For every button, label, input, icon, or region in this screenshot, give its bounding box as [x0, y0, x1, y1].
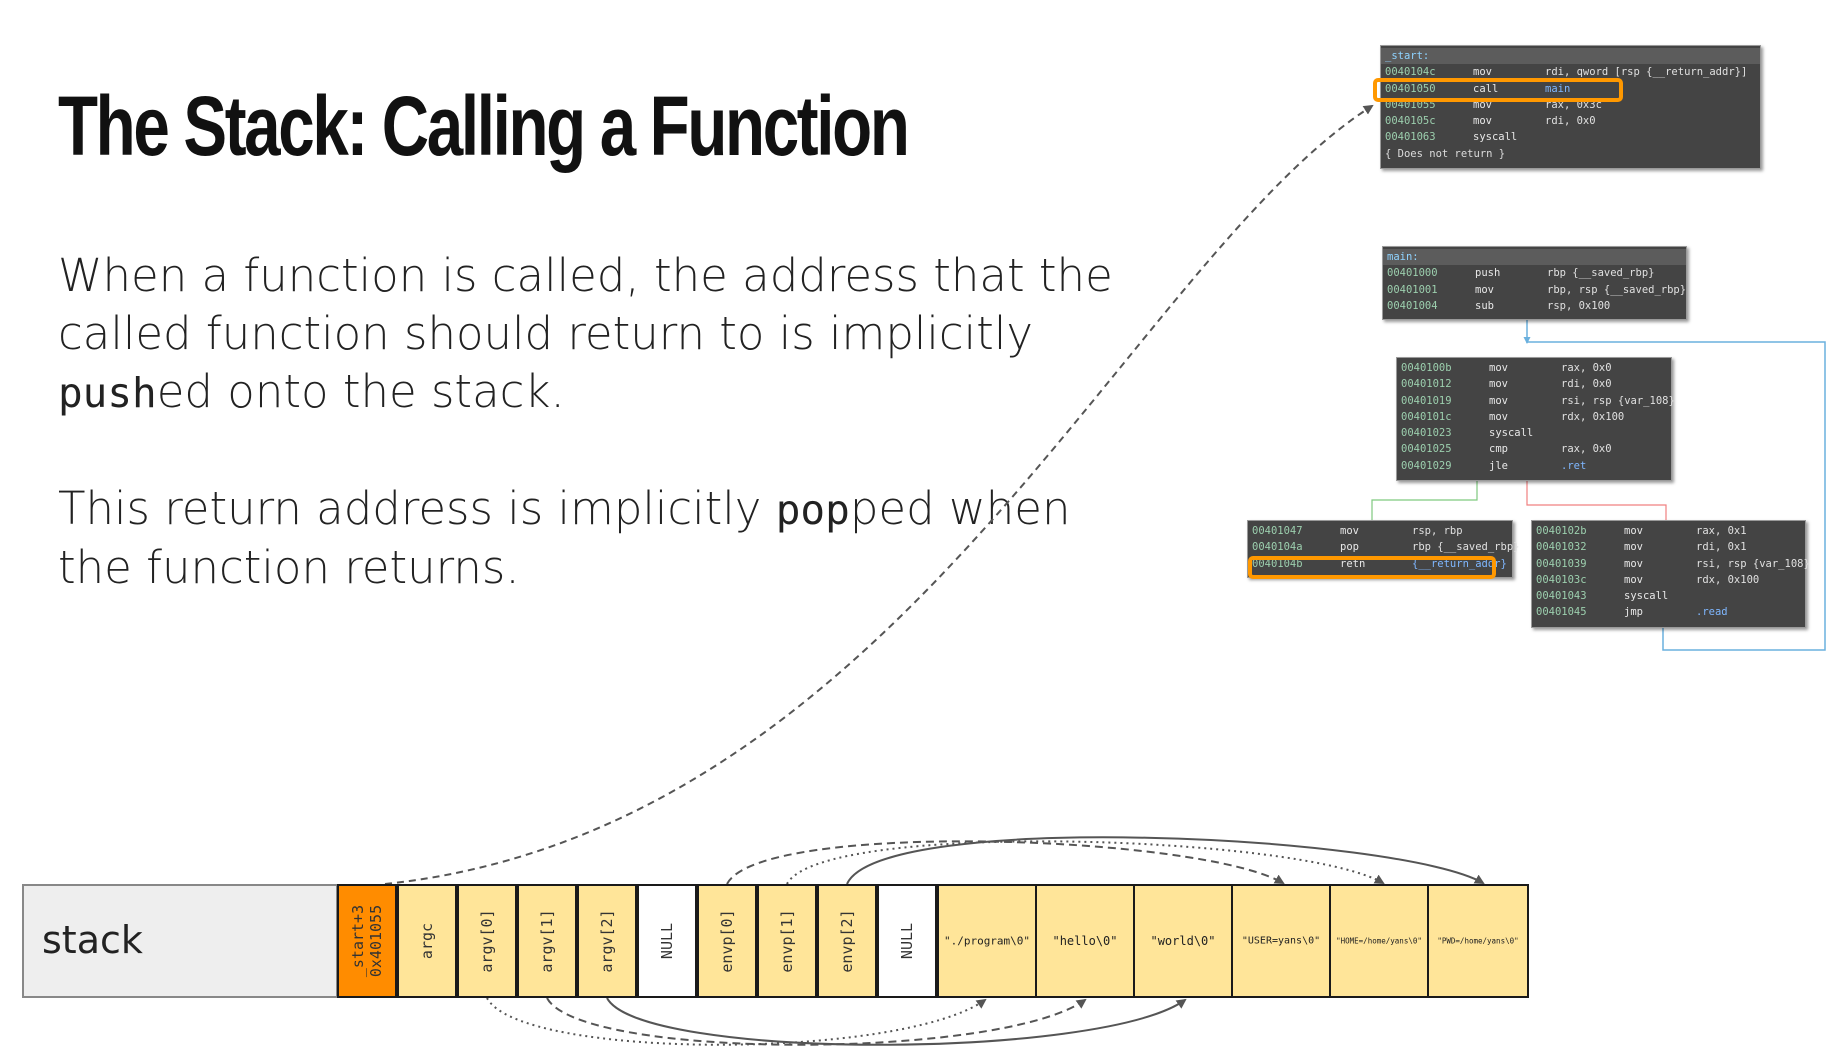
stack-cell-text: argc	[418, 922, 436, 960]
pop-explanation: This return address is implicitly popped…	[58, 480, 1138, 597]
stack-cell-text: envp[1]	[778, 909, 796, 973]
pop-text-1: This return address is implicitly	[58, 482, 776, 535]
stack-label: stack	[42, 918, 143, 962]
stack-cell-argv-null: NULL	[637, 884, 697, 998]
stack-cell-str-world: "world\0"	[1133, 884, 1233, 998]
pop-text-2: ped when the function returns.	[58, 482, 1071, 594]
stack-cell-envp2: envp[2]	[817, 884, 877, 998]
stack-cell-envp1: envp[1]	[757, 884, 817, 998]
stack-cell-argv1: argv[1]	[517, 884, 577, 998]
argv1-pointer-arrow	[546, 997, 1087, 1046]
push-text-1: When a function is called, the address t…	[58, 249, 1113, 360]
asm-start-header: _start:	[1381, 48, 1760, 65]
stack-cell-text: envp[2]	[838, 909, 856, 973]
argv2-pointer-arrow	[606, 997, 1187, 1046]
stack-cell-text: "./program\0"	[943, 934, 1031, 948]
stack-cell-text: envp[0]	[718, 909, 736, 973]
stack-cell-text: "USER=yans\0"	[1241, 935, 1321, 947]
stack-cell-text: argv[0]	[478, 909, 496, 973]
stack-cell-text: argv[2]	[598, 909, 616, 973]
stack-cell-return-addr: _start+3 0x401055	[337, 884, 397, 998]
stack-cell-text: "hello\0"	[1052, 934, 1118, 948]
cfg-edge-loop-ret	[1371, 481, 1478, 520]
cfg-edge-loop-read	[1526, 481, 1667, 520]
asm-main-header: main:	[1383, 249, 1686, 266]
stack-cell-envp-null: NULL	[877, 884, 937, 998]
stack-cell-str-pwd: "PWD=/home/yans\0"	[1427, 884, 1529, 998]
stack-cell-str-hello: "hello\0"	[1035, 884, 1135, 998]
stack-cell-text: "world\0"	[1150, 934, 1216, 948]
stack-cell-text: "PWD=/home/yans\0"	[1437, 936, 1519, 946]
stack-cell-text: NULL	[898, 922, 916, 960]
pop-keyword: pop	[775, 486, 850, 534]
stack-cell-text: argv[1]	[538, 909, 556, 973]
asm-start-footer: { Does not return }	[1385, 147, 1506, 160]
return-address-arrow	[384, 104, 1374, 885]
stack-cell-envp0: envp[0]	[697, 884, 757, 998]
stack-cell-text: NULL	[658, 922, 676, 960]
stack-cell-argc: argc	[397, 884, 457, 998]
stack-cell-str-home: "HOME=/home/yans\0"	[1329, 884, 1429, 998]
stack-label-box	[22, 884, 338, 998]
envp0-pointer-arrow	[726, 840, 1285, 885]
stack-cell-argv2: argv[2]	[577, 884, 637, 998]
stack-cell-text: "HOME=/home/yans\0"	[1336, 936, 1422, 946]
push-keyword: push	[58, 369, 157, 417]
stack-cell-argv0: argv[0]	[457, 884, 517, 998]
push-text-2: ed onto the stack.	[156, 365, 565, 418]
stack-cell-str-user: "USER=yans\0"	[1231, 884, 1331, 998]
retn-highlight	[1248, 556, 1496, 579]
envp2-pointer-arrow	[846, 836, 1485, 885]
slide-title: The Stack: Calling a Function	[58, 79, 910, 173]
cfg-edge-read-loop	[1527, 341, 1826, 651]
push-explanation: When a function is called, the address t…	[58, 247, 1138, 422]
call-main-highlight	[1373, 78, 1623, 102]
stack-cell-str-program: "./program\0"	[937, 884, 1037, 998]
stack-cell-text: _start+3 0x401055	[349, 904, 385, 978]
